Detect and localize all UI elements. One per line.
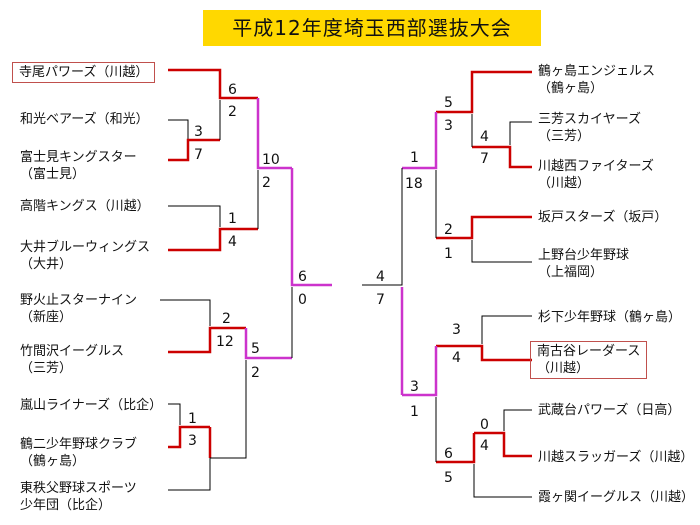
right-r2d-score-b: 5	[444, 470, 453, 486]
right-r2a-score-a: 5	[444, 95, 453, 111]
left-semi-score-b: 0	[298, 292, 307, 308]
left-r3b-bottom-line	[210, 360, 247, 459]
right-team-6: 杉下少年野球（鶴ヶ島）	[538, 310, 682, 325]
right-r3a-score-a: 1	[410, 150, 419, 166]
right-r3b-score-b: 1	[410, 404, 419, 420]
right-team-3: 川越西ファイターズ（川越）	[538, 159, 654, 191]
right-r3b-top-line	[402, 346, 438, 397]
right-r1a-bottom-line	[472, 145, 532, 169]
right-r2a-score-b: 3	[444, 118, 453, 134]
tournament-title: 平成12年度埼玉西部選抜大会	[203, 10, 541, 46]
right-r2a-top-line	[436, 70, 532, 114]
right-r2b-bottom-line	[471, 240, 532, 263]
left-r2a-top-line	[168, 68, 258, 100]
left-team-8: 嵐山ライナーズ（比企）	[20, 398, 163, 413]
right-r2c-score-b: 4	[452, 350, 461, 366]
right-team-9: 川越スラッガーズ（川越）	[538, 450, 694, 465]
right-r1b-score-a: 0	[480, 417, 489, 433]
right-r2c-score-a: 3	[452, 322, 461, 338]
left-r1-team2-line	[168, 119, 189, 158]
right-r2c-bottom-line	[436, 344, 532, 362]
left-r3b-top-line	[244, 328, 292, 360]
right-r2c-top-line	[481, 315, 532, 344]
right-team-7: 南古谷レーダース（川越）	[530, 341, 648, 379]
right-team-1: 鶴ヶ島エンジェルス（鶴ヶ島）	[538, 64, 656, 96]
right-r1a-score-a: 4	[480, 129, 489, 145]
right-team-2: 三芳スカイヤーズ（三芳）	[538, 112, 641, 144]
right-r2b-score-a: 2	[444, 222, 453, 238]
right-r3a-top-line	[402, 112, 438, 170]
right-r2d-bottom-line	[473, 464, 532, 498]
left-r1-score-b: 7	[194, 147, 203, 163]
right-team-5: 上野台少年野球（上福岡）	[538, 248, 630, 280]
right-r1b-bottom-line	[474, 431, 532, 458]
right-semi-score-b: 7	[376, 292, 385, 308]
left-semi-score-a: 6	[298, 269, 307, 285]
left-r3a-score-a: 10	[262, 152, 280, 168]
left-team-5: 大井ブルーウィングス（大井）	[20, 240, 151, 272]
left-r2c-score-a: 2	[222, 311, 231, 327]
right-team-8: 武蔵台パワーズ（日高）	[538, 403, 681, 418]
left-team-3: 富士見キングスター（富士見）	[20, 150, 137, 182]
left-r3b-score-a: 5	[251, 341, 260, 357]
right-r2d-score-a: 6	[444, 446, 453, 462]
right-r2b-score-b: 1	[444, 246, 453, 262]
left-team-10: 東秩父野球スポーツ少年団（比企）	[20, 481, 137, 513]
left-r1b-score-a: 1	[188, 411, 197, 427]
right-r2b-top-line	[436, 215, 532, 240]
right-semi-top-line	[362, 168, 403, 286]
left-r2b-score-b: 4	[228, 234, 237, 250]
left-r2a-score-b: 2	[228, 104, 237, 120]
left-r1b-top-line	[168, 403, 181, 425]
left-r3a-score-b: 2	[262, 175, 271, 191]
left-r1-team3-line	[168, 138, 220, 162]
left-r2d-bottom-line	[168, 458, 211, 491]
left-r2c-bottom-line	[168, 326, 246, 354]
left-r2c-score-b: 12	[216, 334, 234, 350]
right-semi-score-a: 4	[376, 269, 385, 285]
right-r2d-top-line	[436, 433, 476, 464]
right-r3a-score-b: 18	[405, 176, 423, 192]
left-r1b-score-b: 3	[188, 433, 197, 449]
right-r3b-score-a: 3	[410, 379, 419, 395]
right-r1b-score-b: 4	[480, 438, 489, 454]
left-r2b-bottom-line	[168, 227, 258, 252]
left-r3a-top-line	[256, 98, 292, 170]
left-semi-line	[290, 168, 332, 287]
right-team-10: 霞ヶ関イーグルス（川越）	[538, 490, 695, 505]
left-r1b-bottom-line	[168, 425, 210, 449]
left-r2a-score-a: 6	[228, 82, 237, 98]
left-r2c-top-line	[160, 299, 211, 326]
left-r2b-top-line	[168, 205, 221, 227]
right-r1b-top-line	[503, 409, 532, 431]
right-team-4: 坂戸スターズ（坂戸）	[538, 210, 668, 225]
right-r1a-top-line	[509, 121, 532, 145]
left-team-6: 野火止スターナイン（新座）	[20, 293, 138, 325]
right-r1a-score-b: 7	[480, 151, 489, 167]
left-team-2: 和光ベアーズ（和光）	[20, 112, 149, 127]
left-r2b-score-a: 1	[228, 211, 237, 227]
left-team-4: 高階キングス（川越）	[20, 199, 150, 214]
left-r3b-score-b: 2	[251, 365, 260, 381]
left-r1-score-a: 3	[194, 124, 203, 140]
left-team-1: 寺尾パワーズ（川越）	[12, 62, 156, 83]
left-team-9: 鶴二少年野球クラブ（鶴ヶ島）	[20, 437, 138, 469]
left-team-7: 竹間沢イーグルス（三芳）	[20, 344, 125, 376]
